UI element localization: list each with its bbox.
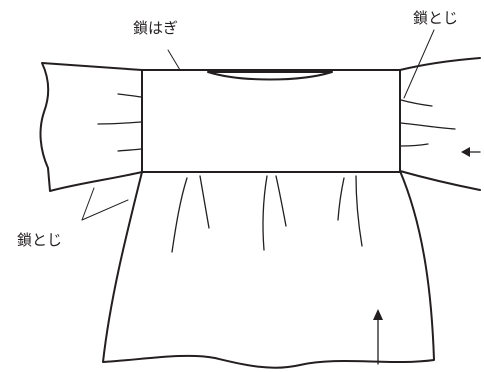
leader-lines (81, 29, 435, 221)
skirt (102, 170, 435, 369)
left-arrow-icon (461, 147, 481, 157)
yoke (141, 69, 401, 173)
label-chain-bind-right: 鎖とじ (413, 9, 459, 27)
left-sleeve-gathers (97, 93, 142, 152)
label-chain-bind-left: 鎖とじ (17, 231, 63, 249)
right-sleeve (399, 57, 481, 191)
skirt-gathers (171, 175, 363, 253)
label-chain-seam-top: 鎖はぎ (133, 19, 179, 37)
left-sleeve (39, 62, 143, 192)
up-arrow-icon (373, 309, 383, 365)
neckline (207, 71, 333, 81)
right-sleeve-gathers (400, 99, 456, 147)
